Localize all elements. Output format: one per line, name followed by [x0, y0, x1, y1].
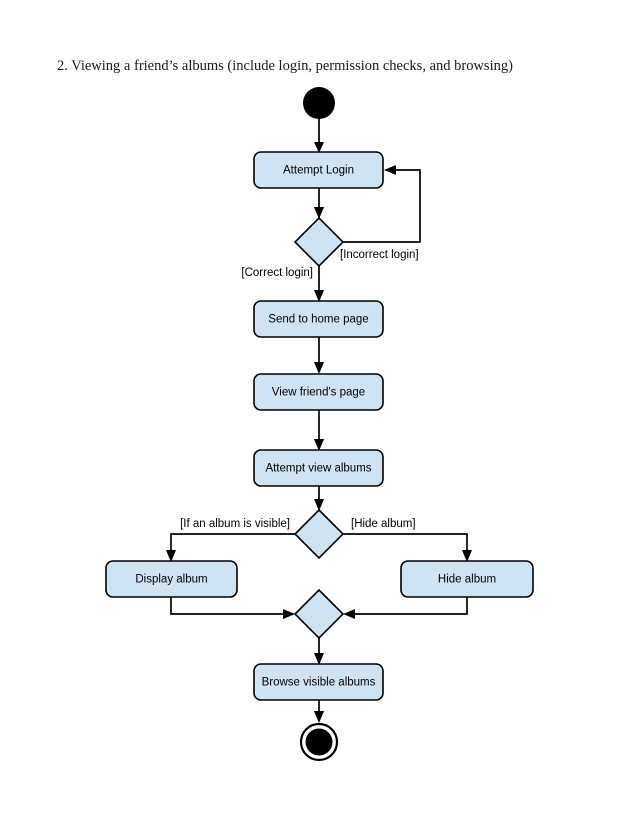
edge-display-album-to-merge — [170, 597, 295, 619]
edge-attempt-view-albums-to-visibility-decision — [314, 486, 324, 511]
edge-correct-login-to-send-home — [314, 266, 324, 302]
edge-browse-albums-to-end — [314, 700, 324, 723]
final-node[interactable] — [299, 722, 339, 762]
edge-hide-to-hide-album — [343, 533, 472, 562]
guard-incorrect-login: [Incorrect login] — [340, 249, 419, 261]
activity-browse-visible-albums[interactable]: Browse visible albums — [253, 663, 384, 701]
edge-send-home-to-view-friend-page — [314, 337, 324, 374]
edge-visible-to-display-album — [166, 533, 295, 562]
activity-display-album-label: Display album — [135, 574, 207, 586]
activity-view-friend-page-label: View friend's page — [272, 387, 365, 399]
activity-attempt-view-albums[interactable]: Attempt view albums — [253, 449, 384, 487]
edge-hide-album-to-merge — [343, 597, 468, 619]
activity-attempt-login-label: Attempt Login — [283, 165, 354, 177]
activity-attempt-login[interactable]: Attempt Login — [253, 151, 384, 189]
activity-attempt-view-albums-label: Attempt view albums — [265, 463, 371, 475]
guard-hide-album: [Hide album] — [351, 518, 416, 530]
guard-album-visible: [If an album is visible] — [180, 518, 290, 530]
activity-hide-album[interactable]: Hide album — [400, 560, 534, 598]
decision-album-visibility[interactable] — [293, 508, 345, 560]
page-title: 2. Viewing a friend’s albums (include lo… — [57, 58, 513, 74]
activity-send-to-home-page[interactable]: Send to home page — [253, 300, 384, 338]
merge-node[interactable] — [293, 588, 345, 640]
activity-send-to-home-page-label: Send to home page — [268, 314, 368, 326]
edge-merge-to-browse-albums — [314, 638, 324, 665]
activity-browse-visible-albums-label: Browse visible albums — [262, 677, 376, 689]
guard-correct-login: [Correct login] — [241, 267, 313, 279]
decision-login[interactable] — [293, 216, 345, 268]
activity-display-album[interactable]: Display album — [105, 560, 238, 598]
edge-view-friend-page-to-attempt-view-albums — [314, 410, 324, 451]
edge-start-to-attempt-login — [314, 119, 324, 153]
edge-attempt-login-to-login-decision — [314, 188, 324, 219]
edge-incorrect-login-loop — [343, 165, 421, 243]
activity-hide-album-label: Hide album — [438, 574, 496, 586]
activity-view-friend-page[interactable]: View friend's page — [253, 373, 384, 411]
initial-node[interactable] — [303, 87, 335, 119]
